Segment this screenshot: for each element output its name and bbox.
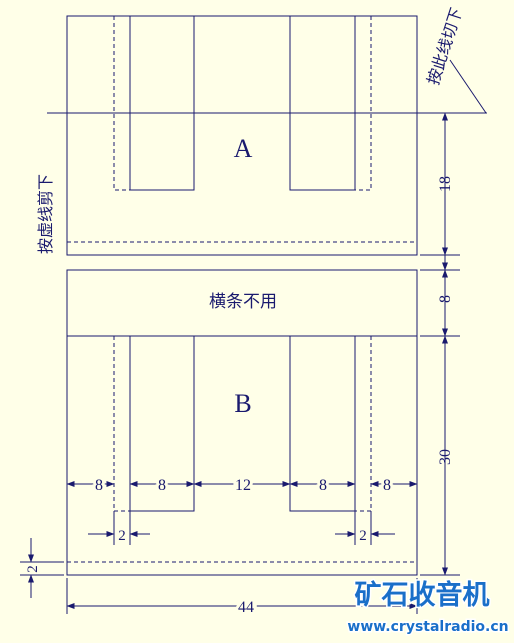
dim-bottom-margin-value: 2 — [25, 565, 41, 573]
part-b-label: B — [234, 389, 251, 418]
dim-gap-right-value: 2 — [359, 528, 367, 544]
dim-total-width-value: 44 — [238, 599, 254, 616]
part-a-left-dashed — [113, 16, 130, 191]
part-b-left-slot — [129, 336, 195, 512]
dim-center-value: 12 — [235, 477, 251, 494]
watermark-brand: 矿石收音机 — [355, 579, 490, 611]
part-a-left-slot — [129, 16, 195, 191]
part-a-right-dashed — [355, 16, 372, 191]
part-b-left-dashed — [113, 336, 130, 512]
part-b-right-dashed — [355, 336, 372, 512]
part-b-right-slot — [289, 336, 356, 512]
watermark-site: www.crystalradio.cn — [347, 619, 508, 635]
dim-strip-height-value: 8 — [437, 295, 454, 303]
dim-left-outer-value: 8 — [95, 477, 103, 494]
dim-right-outer-value: 8 — [383, 477, 391, 494]
part-a-label: A — [234, 134, 253, 163]
cut-label-leader — [449, 59, 487, 114]
strip-unused-label: 横条不用 — [209, 292, 277, 312]
part-b-outline — [66, 269, 418, 576]
part-a-outline — [66, 15, 418, 256]
dim-gap-left-value: 2 — [118, 528, 126, 544]
watermark: 矿石收音机 www.crystalradio.cn — [346, 578, 510, 637]
dim-b-height-value: 30 — [437, 449, 454, 465]
dim-left-leg-value: 8 — [158, 477, 166, 494]
part-a-right-slot — [289, 16, 356, 191]
dim-a-height-value: 18 — [437, 176, 454, 192]
dashed-cut-label: 按虚线剪下 — [36, 174, 55, 254]
dim-right-leg-value: 8 — [319, 477, 327, 494]
